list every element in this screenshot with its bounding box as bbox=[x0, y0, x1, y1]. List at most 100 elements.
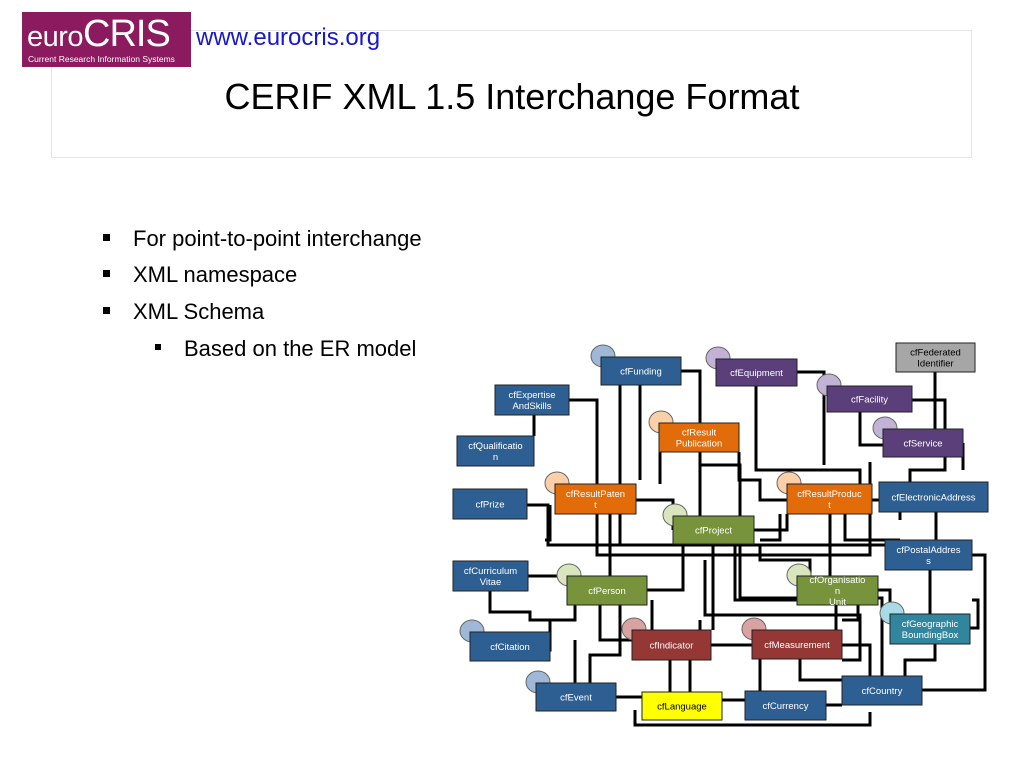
entity-label: cfElectronicAddress bbox=[892, 493, 976, 504]
entity-label: cfExpertise bbox=[509, 390, 556, 401]
entity-box bbox=[841, 675, 923, 706]
entity-label: cfPrize bbox=[475, 500, 504, 511]
bullet-item: XML Schema bbox=[133, 299, 265, 324]
diagram-connectors bbox=[488, 369, 987, 727]
bullet-marker bbox=[103, 307, 110, 314]
entity-measurement: cfMeasurement bbox=[751, 629, 843, 660]
entity-box bbox=[600, 356, 682, 386]
logo-subtitle: Current Research Information Systems bbox=[28, 54, 175, 64]
entity-label: cfCurrency bbox=[763, 701, 809, 712]
connector-line bbox=[733, 544, 797, 602]
connector-line bbox=[858, 399, 883, 447]
connector-line bbox=[681, 369, 797, 600]
entity-label: cfEvent bbox=[560, 693, 592, 704]
connector-line bbox=[760, 514, 782, 542]
entity-box bbox=[452, 488, 528, 520]
connector-line bbox=[842, 643, 872, 676]
entity-facility: cfFacility bbox=[826, 385, 913, 413]
connector-line bbox=[633, 710, 872, 727]
connector-line bbox=[842, 605, 860, 622]
entity-label: cfFunding bbox=[620, 367, 662, 378]
connector-line bbox=[754, 372, 862, 484]
connector-line bbox=[703, 560, 862, 662]
entity-prize: cfPrize bbox=[452, 488, 528, 520]
entity-box bbox=[494, 384, 570, 416]
logo-wordmark: euroCRIS bbox=[27, 13, 171, 56]
connector-line bbox=[737, 452, 787, 502]
entity-box bbox=[715, 358, 798, 387]
entity-box bbox=[884, 539, 973, 571]
entity-event: cfEvent bbox=[535, 682, 617, 712]
bullet-item: XML namespace bbox=[133, 262, 298, 287]
entity-label: cfGeographic bbox=[902, 619, 959, 630]
entity-box bbox=[744, 690, 827, 721]
entity-label: cfResult bbox=[682, 428, 717, 439]
entity-service: cfService bbox=[882, 428, 964, 458]
entity-box bbox=[641, 691, 723, 721]
entity-box bbox=[878, 481, 989, 513]
entity-label: cfFederated bbox=[910, 348, 961, 359]
website-link[interactable]: www.eurocris.org bbox=[196, 24, 381, 51]
connector-line bbox=[647, 544, 685, 592]
bullet-marker bbox=[155, 344, 161, 350]
slide-title: CERIF XML 1.5 Interchange Format bbox=[224, 76, 800, 117]
diagram-entities: cfFunding cfEquipment cfFederatedIdentifie… bbox=[452, 342, 989, 721]
entity-box bbox=[554, 483, 637, 515]
entity-citation: cfCitation bbox=[469, 631, 551, 662]
entity-box bbox=[469, 631, 551, 662]
bullet-item: For point-to-point interchange bbox=[133, 226, 422, 251]
entity-label: cfResultPaten bbox=[566, 489, 625, 500]
title-placeholder-frame bbox=[51, 30, 972, 158]
logo-word-euro: euro bbox=[27, 21, 84, 53]
entity-label: cfService bbox=[903, 439, 942, 450]
entity-label: Vitae bbox=[480, 577, 501, 588]
entity-label: t bbox=[828, 500, 831, 511]
entity-currency: cfCurrency bbox=[744, 690, 827, 721]
entity-box bbox=[535, 682, 617, 712]
entity-box bbox=[566, 575, 648, 606]
entity-box bbox=[631, 629, 712, 661]
entity-label: cfOrganisatio bbox=[810, 575, 866, 586]
entity-label: cfCountry bbox=[862, 686, 903, 697]
connector-line bbox=[843, 514, 900, 542]
entity-box bbox=[456, 435, 535, 467]
connector-line bbox=[798, 659, 842, 682]
entity-label: cfProject bbox=[695, 526, 732, 537]
connector-line bbox=[758, 544, 812, 576]
entity-indicator: cfIndicator bbox=[631, 629, 712, 661]
entity-person: cfPerson bbox=[566, 575, 648, 606]
logo-word-cris: CRIS bbox=[83, 13, 171, 55]
entity-label: AndSkills bbox=[512, 401, 551, 412]
entity-box bbox=[452, 560, 529, 592]
entity-label: BoundingBox bbox=[902, 630, 959, 641]
entity-label: Unit bbox=[829, 597, 846, 608]
entity-box bbox=[882, 428, 964, 458]
entity-language: cfLanguage bbox=[641, 691, 723, 721]
entity-box bbox=[895, 342, 976, 373]
connector-line bbox=[797, 370, 826, 465]
entity-elecaddr: cfElectronicAddress bbox=[878, 481, 989, 513]
bullet-item: Based on the ER model bbox=[184, 336, 417, 361]
entity-label: cfFacility bbox=[851, 395, 888, 406]
entity-label: Publication bbox=[676, 439, 722, 450]
entity-label: cfPerson bbox=[588, 586, 626, 597]
entity-label: Identifier bbox=[917, 359, 953, 370]
entity-box bbox=[786, 483, 873, 515]
connector-line bbox=[922, 553, 987, 692]
entity-label: cfEquipment bbox=[730, 368, 783, 379]
connector-line bbox=[588, 605, 622, 683]
entity-label: cfPostalAddres bbox=[897, 545, 961, 556]
entity-label: cfCitation bbox=[490, 642, 530, 653]
entity-label: cfQualificatio bbox=[468, 441, 522, 452]
entity-box bbox=[889, 613, 971, 645]
connector-line bbox=[545, 505, 552, 542]
connector-line bbox=[754, 514, 789, 532]
bullet-marker bbox=[103, 270, 110, 277]
entity-label: n bbox=[835, 586, 840, 597]
